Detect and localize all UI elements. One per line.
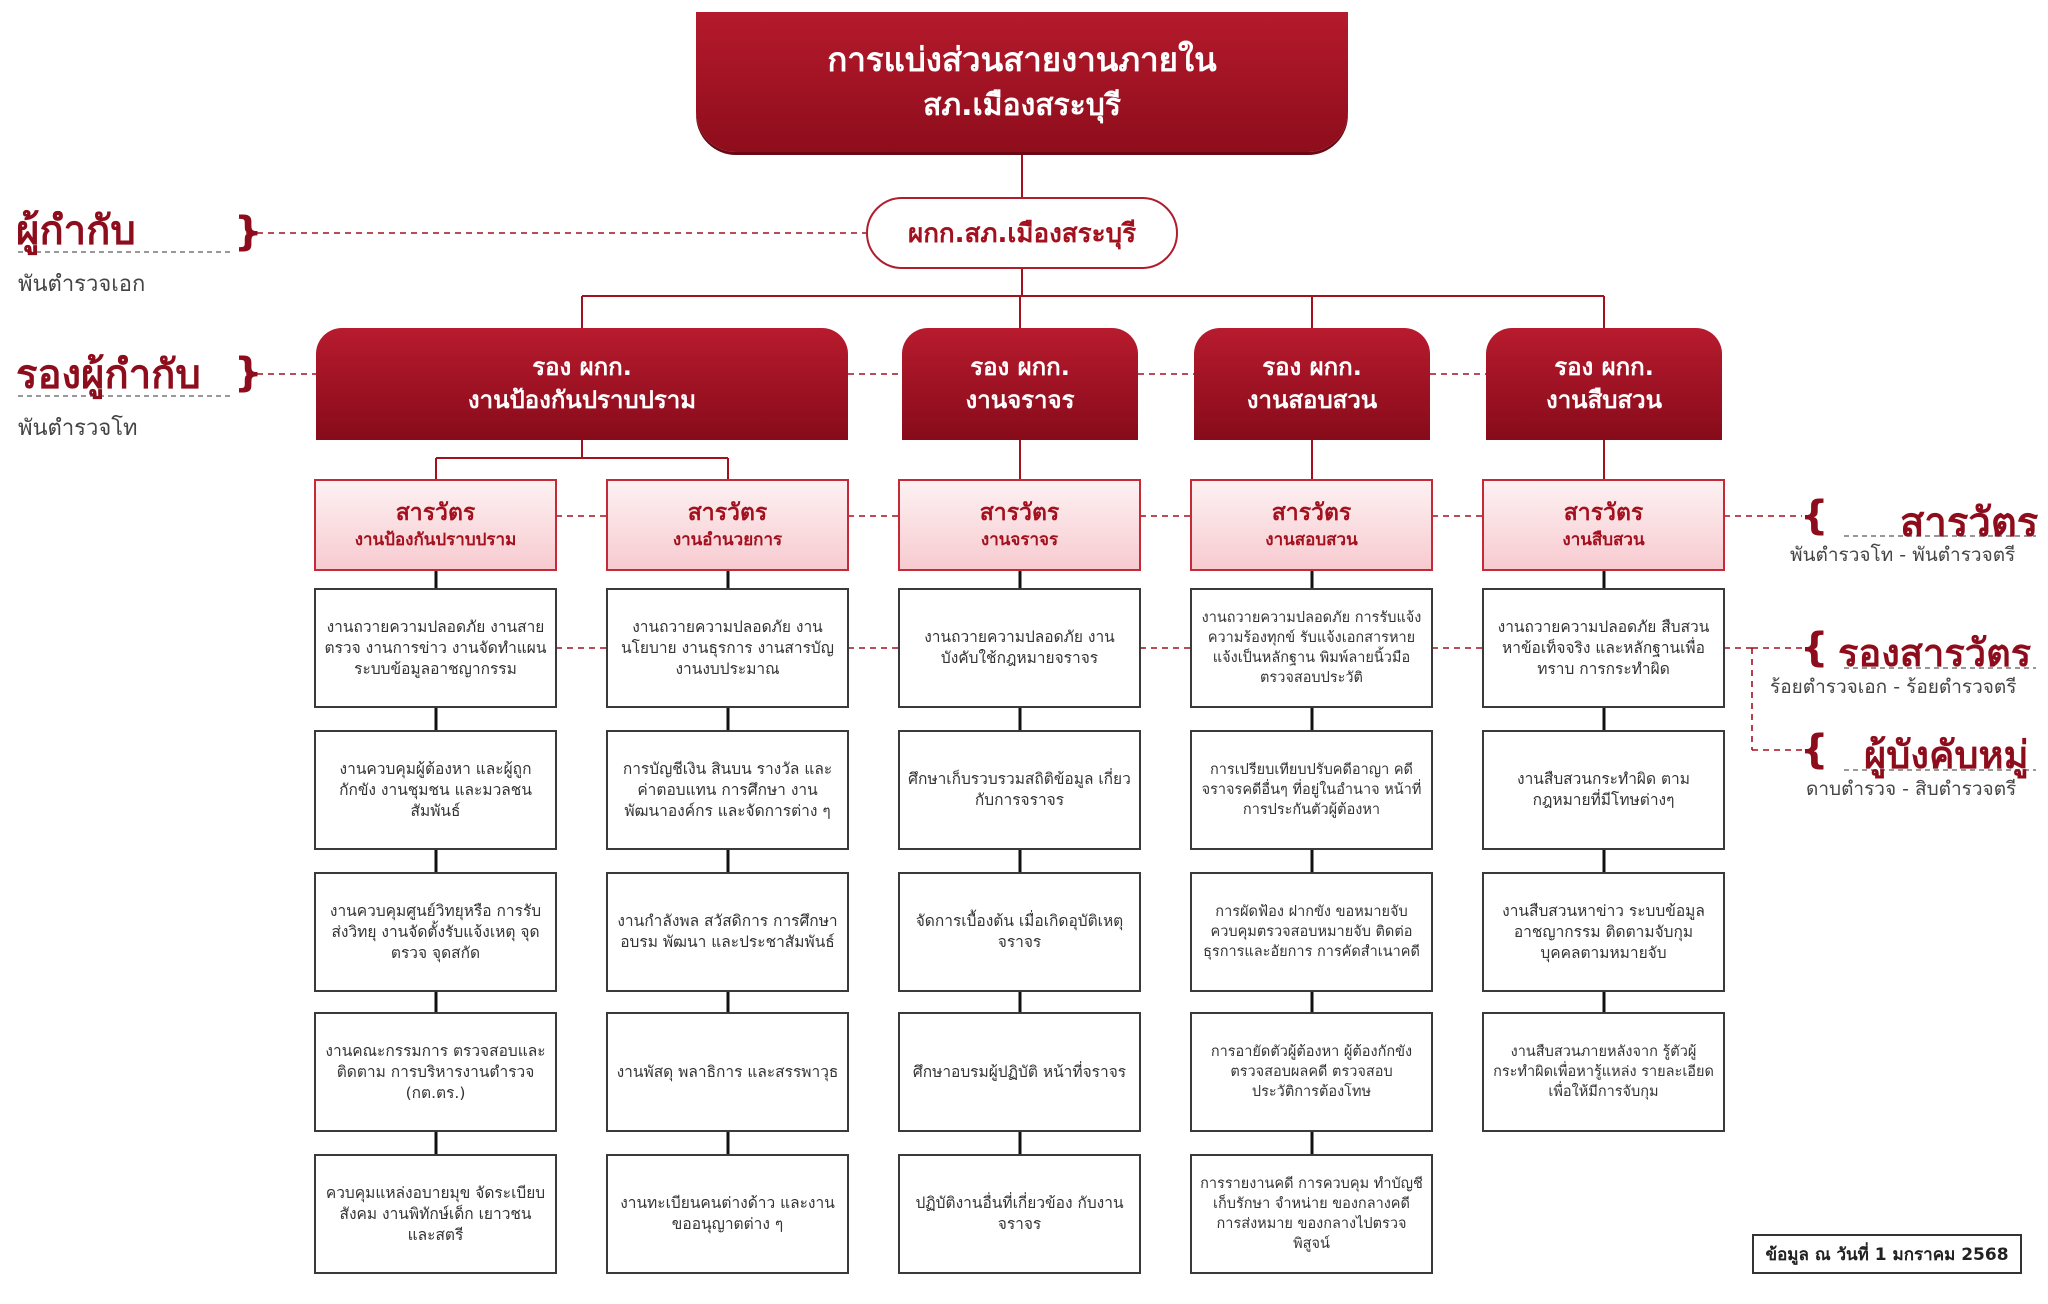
inspector-node-traffic: สารวัตร งานจราจร	[898, 479, 1141, 571]
task-box: งานควบคุมผู้ต้องหา และผู้ถูกกักขัง งานชุ…	[314, 730, 557, 850]
task-box: งานทะเบียนคนต่างด้าว และงานขออนุญาตต่าง …	[606, 1154, 849, 1274]
legend-brace-icon: {	[1800, 493, 1829, 539]
deputy-node-traffic: รอง ผกก. งานจราจร	[902, 328, 1138, 440]
task-box: ปฏิบัติงานอื่นที่เกี่ยวข้อง กับงานจราจร	[898, 1154, 1141, 1274]
legend-deputy-commander-title: รองผู้กำกับ	[16, 352, 201, 398]
chief-node: ผกก.สภ.เมืองสระบุรี	[866, 197, 1178, 269]
inspector-title: สารวัตร	[1271, 500, 1352, 526]
task-box: งานถวายความปลอดภัย งานสายตรวจ งานการข่าว…	[314, 588, 557, 708]
deputy-unit: งานจราจร	[965, 386, 1075, 414]
task-box: งานกำลังพล สวัสดิการ การศึกษา อบรม พัฒนา…	[606, 872, 849, 992]
inspector-title: สารวัตร	[395, 500, 476, 526]
task-box: งานคณะกรรมการ ตรวจสอบและติดตาม การบริหาร…	[314, 1012, 557, 1132]
inspector-unit: งานสอบสวน	[1265, 530, 1358, 550]
deputy-unit: งานป้องกันปราบปราม	[467, 386, 697, 414]
inspector-title: สารวัตร	[687, 500, 768, 526]
task-box: จัดการเบื้องต้น เมื่อเกิดอุบัติเหตุจราจร	[898, 872, 1141, 992]
inspector-node-investigation: สารวัตร งานสืบสวน	[1482, 479, 1725, 571]
chief-label: ผกก.สภ.เมืองสระบุรี	[907, 218, 1137, 249]
inspector-node-prevention: สารวัตร งานป้องกันปราบปราม	[314, 479, 557, 571]
chart-subtitle: สภ.เมืองสระบุรี	[923, 88, 1121, 123]
task-box: ศึกษาอบรมผู้ปฏิบัติ หน้าที่จราจร	[898, 1012, 1141, 1132]
legend-deputy-inspector-rank: ร้อยตำรวจเอก - ร้อยตำรวจตรี	[1770, 676, 2017, 698]
task-box: การเปรียบเทียบปรับคดีอาญา คดีจราจรคดีอื่…	[1190, 730, 1433, 850]
deputy-node-investigation: รอง ผกก. งานสืบสวน	[1486, 328, 1722, 440]
task-box: งานถวายความปลอดภัย งานนโยบาย งานธุรการ ง…	[606, 588, 849, 708]
legend-deputy-inspector-title: รองสารวัตร	[1838, 631, 2032, 675]
date-note-text: ข้อมูล ณ วันที่ 1 มกราคม 2568	[1765, 1244, 2009, 1265]
deputy-unit: งานสอบสวน	[1246, 386, 1378, 414]
task-box: งานถวายความปลอดภัย การรับแจ้งความร้องทุก…	[1190, 588, 1433, 708]
inspector-unit: งานจราจร	[980, 530, 1059, 550]
task-box: งานสืบสวนกระทำผิด ตามกฎหมายที่มีโทษต่างๆ	[1482, 730, 1725, 850]
deputy-rank: รอง ผกก.	[970, 353, 1070, 381]
inspector-unit: งานสืบสวน	[1562, 530, 1645, 550]
inspector-title: สารวัตร	[1563, 500, 1644, 526]
task-box: ศึกษาเก็บรวบรวมสถิติข้อมูล เกี่ยวกับการจ…	[898, 730, 1141, 850]
legend-commander-rank: พันตำรวจเอก	[18, 272, 146, 297]
task-box: งานถวายความปลอดภัย งานบังคับใช้กฎหมายจรา…	[898, 588, 1141, 708]
legend-deputy-commander-rank: พันตำรวจโท	[18, 416, 138, 441]
task-box: งานควบคุมศูนย์วิทยุหรือ การรับส่งวิทยุ ง…	[314, 872, 557, 992]
task-box: การรายงานคดี การควบคุม ทำบัญชี เก็บรักษา…	[1190, 1154, 1433, 1274]
inspector-title: สารวัตร	[979, 500, 1060, 526]
legend-brace-icon: {	[1800, 727, 1829, 773]
legend-inspector-rank: พันตำรวจโท - พันตำรวจตรี	[1790, 544, 2016, 566]
deputy-rank: รอง ผกก.	[1554, 353, 1654, 381]
legend-inspector-title: สารวัตร	[1900, 500, 2039, 546]
legend-commander-title: ผู้กำกับ	[16, 208, 136, 254]
inspector-node-administration: สารวัตร งานอำนวยการ	[606, 479, 849, 571]
chart-title: การแบ่งส่วนสายงานภายใน	[827, 40, 1217, 79]
deputy-node-prevention: รอง ผกก. งานป้องกันปราบปราม	[316, 328, 848, 440]
task-box: งานสืบสวนหาข่าว ระบบข้อมูล อาชญากรรม ติด…	[1482, 872, 1725, 992]
deputy-node-inquiry: รอง ผกก. งานสอบสวน	[1194, 328, 1430, 440]
task-box: ควบคุมแหล่งอบายมุข จัดระเบียบสังคม งานพิ…	[314, 1154, 557, 1274]
inspector-unit: งานป้องกันปราบปราม	[354, 530, 517, 550]
inspector-unit: งานอำนวยการ	[672, 530, 783, 550]
legend-squad-leader-rank: ดาบตำรวจ - สิบตำรวจตรี	[1806, 778, 2017, 800]
task-box: งานถวายความปลอดภัย สืบสวนหาข้อเท็จจริง แ…	[1482, 588, 1725, 708]
data-date-note: ข้อมูล ณ วันที่ 1 มกราคม 2568	[1752, 1234, 2022, 1274]
deputy-rank: รอง ผกก.	[532, 353, 632, 381]
legend-brace-icon: {	[1800, 625, 1829, 671]
deputy-unit: งานสืบสวน	[1545, 386, 1662, 414]
legend-squad-leader-title: ผู้บังคับหมู่	[1864, 733, 2029, 777]
legend-brace-icon: }	[234, 209, 263, 255]
deputy-rank: รอง ผกก.	[1262, 353, 1362, 381]
task-box: งานสืบสวนภายหลังจาก รู้ตัวผู้กระทำผิดเพื…	[1482, 1012, 1725, 1132]
task-box: การผัดฟ้อง ฝากขัง ขอหมายจับ ควบคุมตรวจสอ…	[1190, 872, 1433, 992]
inspector-node-inquiry: สารวัตร งานสอบสวน	[1190, 479, 1433, 571]
legend-brace-icon: }	[234, 350, 263, 396]
task-box: การอายัดตัวผู้ต้องหา ผู้ต้องกักขังตรวจสอ…	[1190, 1012, 1433, 1132]
chart-title-banner: การแบ่งส่วนสายงานภายใน สภ.เมืองสระบุรี	[696, 12, 1348, 152]
task-box: งานพัสดุ พลาธิการ และสรรพาวุธ	[606, 1012, 849, 1132]
task-box: การบัญชีเงิน สินบน รางวัล และค่าตอบแทน ก…	[606, 730, 849, 850]
